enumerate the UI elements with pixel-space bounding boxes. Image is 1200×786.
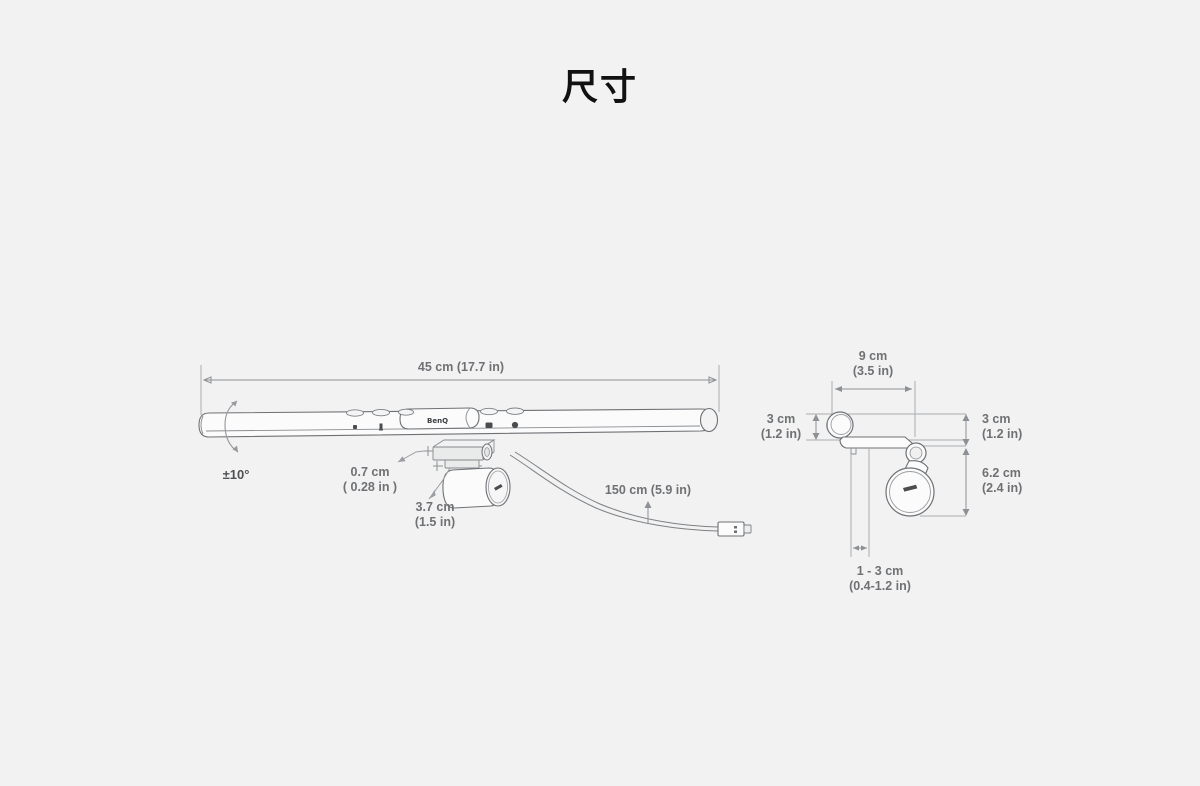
side-profile <box>826 411 935 543</box>
bar-height-right-label-in: (1.2 in) <box>982 427 1022 441</box>
panel-thickness-dimension: 1 - 3 cm (0.4-1.2 in) <box>849 537 911 593</box>
front-view-group: 45 cm (17.7 in) BenQ <box>198 360 752 537</box>
rotation-label: ±10° <box>223 467 250 482</box>
bar-height-left-label-cm: 3 cm <box>767 412 796 426</box>
button-color-temp[interactable] <box>398 408 414 416</box>
side-view-group: 9 cm (3.5 in) <box>761 349 1022 593</box>
usb-cable: 150 cm (5.9 in) <box>509 451 752 537</box>
hinge-hole <box>909 446 923 460</box>
clamp-post <box>444 459 480 469</box>
auto-dim-icon <box>485 422 493 428</box>
support-arm <box>839 436 913 449</box>
bar-cross-section-inner <box>830 414 852 435</box>
usb-connector-icon <box>717 521 752 537</box>
clamp-depth-label-cm: 3.7 cm <box>416 500 455 514</box>
counterweight-brand-logo <box>903 484 918 492</box>
rotation-arrow-top <box>231 401 237 407</box>
brightness-icon <box>379 423 383 431</box>
clamp-arm <box>432 446 484 461</box>
depth-label-cm: 9 cm <box>859 349 888 363</box>
counterweight-circle <box>885 467 935 517</box>
length-dimension: 45 cm (17.7 in) <box>200 360 720 415</box>
depth-label-in: (3.5 in) <box>853 364 893 378</box>
mounting-clamp <box>424 439 511 509</box>
depth-dimension: 9 cm (3.5 in) <box>831 349 916 437</box>
rotation-indicator: ±10° <box>223 400 250 482</box>
cable-length-arrow <box>644 501 652 508</box>
panel-thickness-label-in: (0.4-1.2 in) <box>849 579 911 593</box>
button-brightness[interactable] <box>372 408 390 417</box>
button-cluster-left <box>346 408 414 431</box>
counterweight-circle-inner <box>889 471 931 513</box>
clamp-thickness-label-in: ( 0.28 in ) <box>343 480 397 494</box>
counterweight-logo <box>494 484 503 491</box>
button-auto-dim[interactable] <box>480 407 498 416</box>
page-title: 尺寸 <box>561 67 638 108</box>
drop-height-dimension: 6.2 cm (2.4 in) <box>962 448 1022 516</box>
clamp-depth-arrow <box>429 489 436 499</box>
clamp-pivot-hole <box>484 447 490 457</box>
cable-length-label: 150 cm (5.9 in) <box>605 483 691 497</box>
color-temp-icon-dot <box>514 424 516 426</box>
clamp-depth-dimension: 3.7 cm (1.5 in) <box>415 467 455 529</box>
bar-height-left-dimension: 3 cm (1.2 in) <box>761 412 820 441</box>
rotation-arrow-bottom <box>232 445 238 452</box>
drop-height-label-in: (2.4 in) <box>982 481 1022 495</box>
length-label: 45 cm (17.7 in) <box>418 360 504 374</box>
clamp-thickness-label-cm: 0.7 cm <box>351 465 390 479</box>
clamp-thickness-dimension: 0.7 cm ( 0.28 in ) <box>343 450 425 494</box>
button-cluster-right <box>480 407 524 429</box>
clamp-thickness-arrow <box>398 456 406 462</box>
counterweight-face-ring <box>488 470 508 504</box>
button-mode[interactable] <box>506 407 524 415</box>
bar-logo: BenQ <box>427 417 448 425</box>
clamp-depth-label-in: (1.5 in) <box>415 515 455 529</box>
drop-height-label-cm: 6.2 cm <box>982 466 1021 480</box>
bar-height-right-dimension: 3 cm (1.2 in) <box>962 412 1022 446</box>
bar-right-cap <box>699 407 719 433</box>
power-icon <box>353 425 357 429</box>
bar-height-right-label-cm: 3 cm <box>982 412 1011 426</box>
bar-height-left-label-in: (1.2 in) <box>761 427 801 441</box>
panel-thickness-label-cm: 1 - 3 cm <box>857 564 904 578</box>
button-power[interactable] <box>346 409 364 417</box>
